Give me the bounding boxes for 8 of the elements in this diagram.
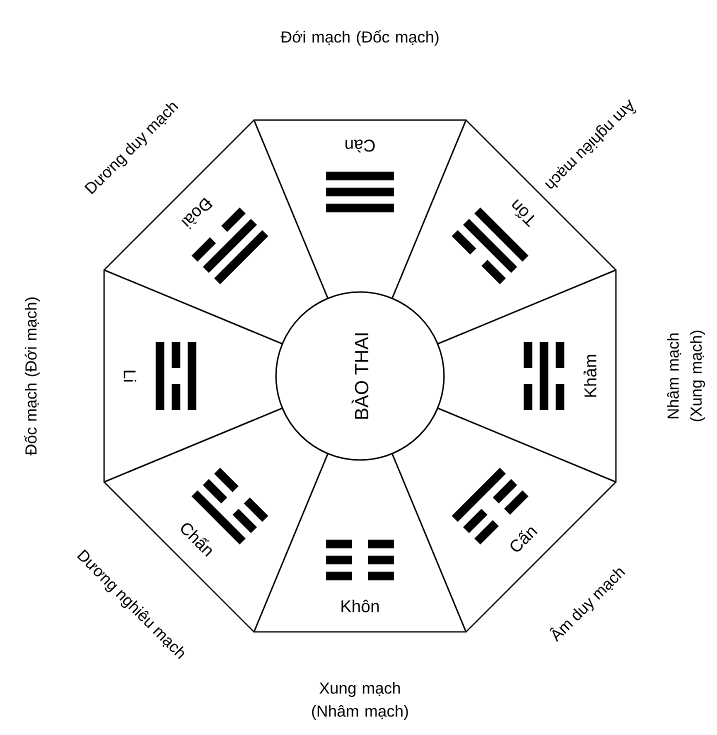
vessel-label: Đốc mạch (Đới mạch)	[24, 298, 40, 456]
vessel-label: Đới mạch (Đốc mạch)	[280, 30, 438, 46]
vessel-label: Xung mạch (Nhâm mạch)	[312, 682, 408, 720]
vessel-label: Nhâm mạch (Xung mạch)	[667, 330, 705, 422]
trigram-sector: Khôn	[253, 452, 467, 633]
trigram-sector: Càn	[253, 119, 467, 300]
trigram-sector: Khảm	[436, 269, 617, 483]
trigram-sector: Li	[103, 269, 284, 483]
